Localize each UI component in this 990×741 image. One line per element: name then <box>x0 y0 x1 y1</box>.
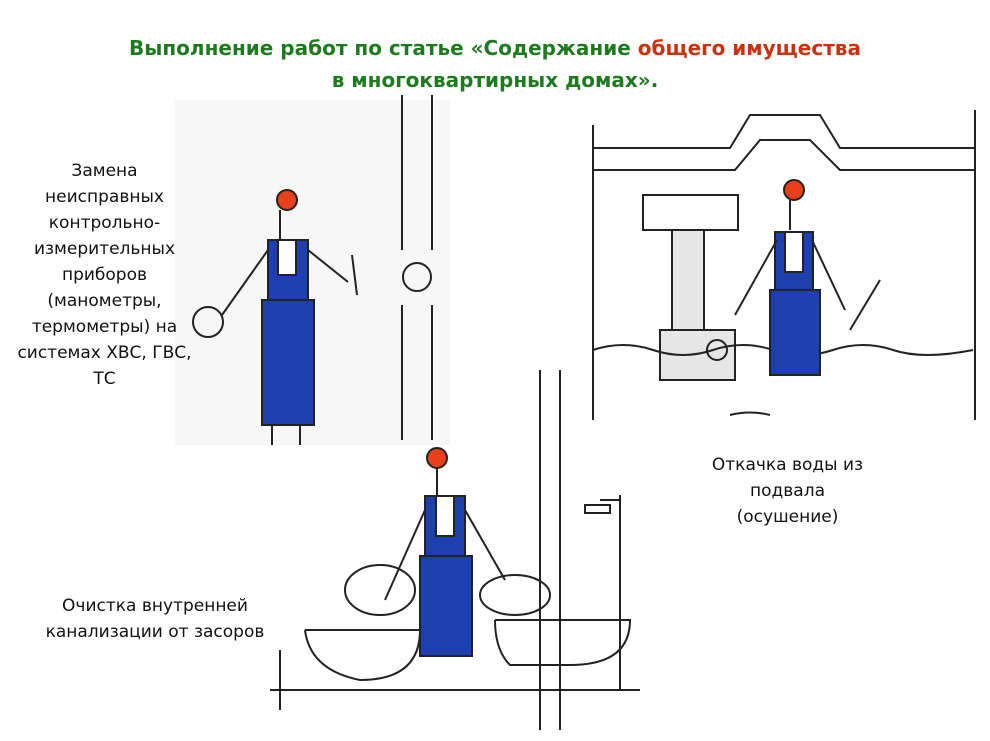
meter-replacement-scene <box>175 95 450 445</box>
caption-basement-pumping: Откачка воды из подвала (осушение) <box>711 455 864 527</box>
title-line2: в многоквартирных домах». <box>331 68 659 92</box>
basement-pumping-scene <box>592 110 976 420</box>
title-highlight: общего имущества <box>637 36 861 60</box>
sewer-cleaning-scene <box>270 370 640 730</box>
caption-meter-replacement: Замена неисправных контрольно-измеритель… <box>17 161 192 389</box>
title-part1: Выполнение работ по статье «Содержание <box>129 36 638 60</box>
caption-sewer-cleaning: Очистка внутренней канализации от засоро… <box>45 596 265 642</box>
slide-title: Выполнение работ по статье «Содержание о… <box>0 32 990 96</box>
